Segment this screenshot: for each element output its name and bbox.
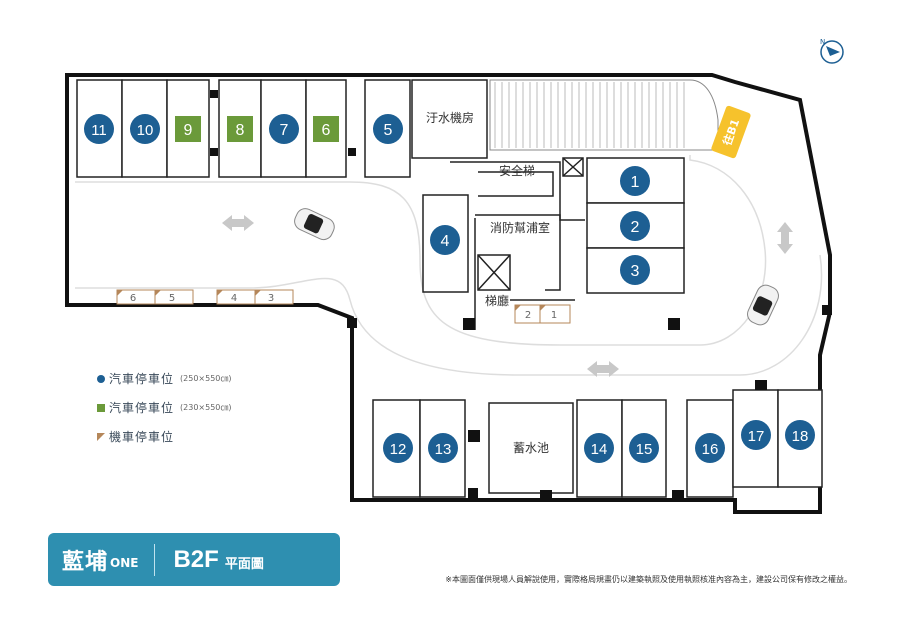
parking-space-8: 8 — [227, 116, 253, 142]
outer-wall — [65, 73, 832, 514]
title-banner: 藍埔 ONE B2F 平面圖 — [48, 533, 340, 586]
parking-space-number: 15 — [636, 441, 653, 458]
parking-space-number: 1 — [631, 174, 640, 191]
divider — [154, 543, 156, 576]
dot-icon — [97, 374, 105, 383]
parking-space-9: 9 — [175, 116, 201, 142]
square-icon — [97, 403, 105, 412]
parking-space-number: 6 — [322, 122, 331, 139]
moto-6: 6 — [130, 293, 136, 304]
svg-text:N: N — [820, 38, 825, 46]
sewage-room — [411, 79, 488, 159]
sewage-room-label: 汙水機房 — [426, 110, 474, 125]
moto-5: 5 — [169, 293, 175, 304]
parking-space-number: 18 — [792, 428, 809, 445]
legend-motorcycle: 機車停車位 — [97, 428, 174, 445]
parking-space-number: 4 — [441, 233, 450, 250]
floor-subtitle: 平面圖 — [224, 557, 264, 572]
direction-arrow-icon — [222, 215, 793, 377]
parking-space-11: 11 — [84, 114, 114, 144]
parking-space-number: 5 — [384, 122, 393, 139]
disclaimer-note: ※本圖面僅供現場人員解說使用，實際格局規畫仍以建築執照及使用執照核准內容為主，建… — [445, 575, 852, 584]
parking-space-number: 8 — [236, 122, 245, 139]
ramp-label: 往B1 — [711, 105, 751, 159]
pump-room-label: 消防幫浦室 — [490, 220, 550, 235]
parking-space-number: 11 — [91, 122, 107, 139]
brand-name: 藍埔 — [62, 548, 109, 575]
parking-space-number: 12 — [390, 441, 407, 458]
parking-space-13: 13 — [428, 433, 458, 463]
moto-4: 4 — [231, 293, 237, 304]
parking-space-6: 6 — [313, 116, 339, 142]
parking-space-10: 10 — [130, 114, 160, 144]
parking-space-14: 14 — [584, 433, 614, 463]
parking-space-number: 17 — [748, 428, 765, 445]
parking-space-number: 14 — [591, 441, 608, 458]
legend-car-large: 汽車停車位 (250×550㎝) — [97, 370, 232, 387]
parking-space-number: 2 — [631, 219, 640, 236]
car-icon — [294, 208, 335, 241]
legend-car-small: 汽車停車位 (230×550㎝) — [97, 399, 232, 416]
parking-space-number: 13 — [435, 441, 452, 458]
parking-space-15: 15 — [629, 433, 659, 463]
moto-3: 3 — [268, 293, 274, 304]
parking-space-16: 16 — [695, 433, 725, 463]
parking-space-number: 7 — [280, 122, 289, 139]
parking-space-12: 12 — [383, 433, 413, 463]
stair-label: 安全梯 — [499, 163, 535, 178]
compass-icon: N — [820, 38, 844, 64]
parking-space-number: 10 — [137, 122, 154, 139]
car-icon — [747, 284, 779, 326]
triangle-icon — [97, 432, 105, 441]
parking-space-5: 5 — [373, 114, 403, 144]
parking-space-7: 7 — [269, 114, 299, 144]
parking-space-2: 2 — [620, 211, 650, 241]
parking-space-number: 3 — [631, 263, 640, 280]
water-tank-label: 蓄水池 — [513, 441, 549, 455]
moto-1: 1 — [551, 310, 557, 321]
driving-lane-inner — [75, 254, 823, 376]
parking-space-number: 9 — [184, 122, 193, 139]
parking-space-18: 18 — [785, 420, 815, 450]
core-block — [450, 157, 585, 330]
brand-suffix: ONE — [110, 555, 139, 570]
parking-space-number: 16 — [702, 441, 719, 458]
parking-space-1: 1 — [620, 166, 650, 196]
parking-space-3: 3 — [620, 255, 650, 285]
parking-space-17: 17 — [741, 420, 771, 450]
floor-label: B2F — [173, 545, 219, 573]
moto-2: 2 — [525, 310, 531, 321]
elevator-lobby-label: 梯廳 — [485, 293, 509, 308]
parking-space-4: 4 — [430, 225, 460, 255]
driving-lane — [75, 155, 767, 346]
